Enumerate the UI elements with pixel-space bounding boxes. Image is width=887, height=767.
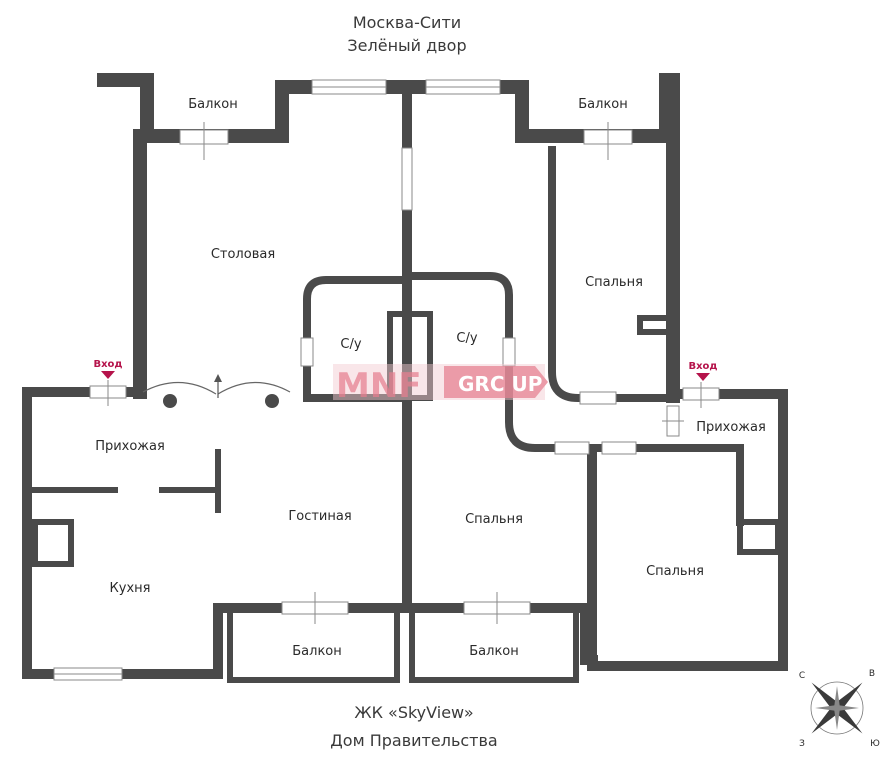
room-balcony-top-left: Балкон: [188, 97, 238, 112]
room-bedroom-middle: Спальня: [465, 512, 523, 527]
watermark-brand: MNF: [336, 366, 422, 406]
compass-west: З: [799, 739, 805, 749]
room-bedroom-right: Спальня: [646, 564, 704, 579]
windows: [53, 79, 501, 681]
room-bedroom-top-right: Спальня: [585, 275, 643, 290]
entrance-arch: [142, 374, 291, 408]
header-bottom-line1: ЖК «SkyView»: [354, 703, 473, 722]
compass-south: Ю: [870, 739, 880, 749]
header-top-line1: Москва-Сити: [353, 13, 461, 32]
room-balcony-top-right: Балкон: [578, 97, 628, 112]
entry-label-left: Вход: [93, 359, 122, 370]
entry-label-right: Вход: [688, 361, 717, 372]
door-openings: [89, 122, 720, 624]
watermark: MNF GRC UP: [333, 364, 548, 406]
room-living: Гостиная: [288, 509, 351, 524]
compass-rose-icon: [810, 681, 864, 735]
compass-east: В: [869, 669, 875, 679]
entry-marker-right: Вход: [688, 361, 718, 381]
room-bath-right: С/у: [456, 331, 477, 346]
header-bottom-line2: Дом Правительства: [330, 731, 497, 750]
room-hall-right: Прихожая: [696, 420, 766, 435]
compass-north: С: [799, 671, 805, 681]
room-kitchen: Кухня: [110, 581, 151, 596]
room-balcony-bottom-right: Балкон: [469, 644, 519, 659]
room-dining: Столовая: [211, 247, 275, 262]
room-hall-left: Прихожая: [95, 439, 165, 454]
entry-arrow-icon: [101, 371, 115, 379]
entry-marker-left: Вход: [93, 359, 123, 379]
room-bath-left: С/у: [340, 337, 361, 352]
entry-arrow-icon: [696, 373, 710, 381]
header-top-line2: Зелёный двор: [347, 36, 466, 55]
watermark-group: GRC UP: [458, 372, 542, 396]
room-balcony-bottom-left: Балкон: [292, 644, 342, 659]
